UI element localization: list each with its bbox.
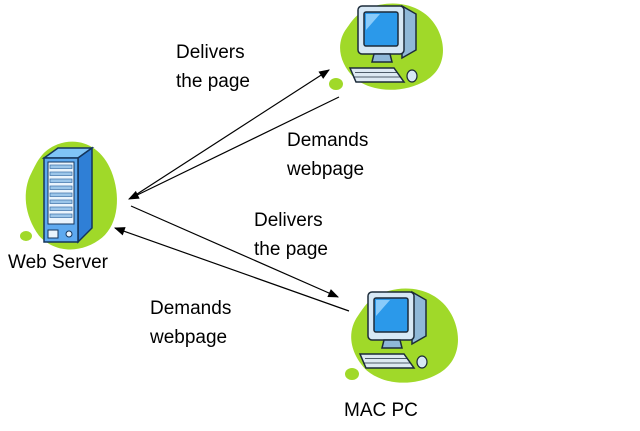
edge-label-delivers-top: Delivers the page (176, 42, 250, 92)
node-label-web-server: Web Server (8, 252, 108, 273)
arrow-delivers-bottom (130, 205, 339, 298)
node-label-mac-pc: MAC PC (344, 400, 418, 421)
edge-label-demands-bottom: Demands webpage (150, 298, 232, 348)
arrow-demands-top (128, 96, 340, 200)
arrow-delivers-top (133, 69, 330, 197)
server-tower-icon (41, 146, 95, 244)
edge-label-delivers-bottom: Delivers the page (254, 210, 328, 260)
edge-label-demands-top: Demands webpage (287, 130, 369, 180)
arrow-demands-bottom (113, 227, 350, 312)
